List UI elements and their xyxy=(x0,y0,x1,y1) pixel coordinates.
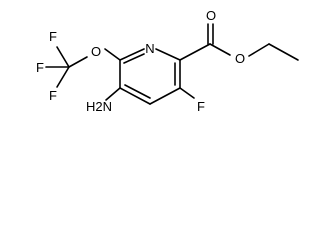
bond-ring-c4-c3 xyxy=(119,87,151,105)
bond-c3-nh2 xyxy=(105,87,121,101)
bond-o-ring-c2 xyxy=(104,48,121,61)
atom-o-ester: O xyxy=(235,51,245,66)
atom-nh2: H2N xyxy=(86,99,112,114)
atom-f-bottom: F xyxy=(49,88,57,103)
bond-o-ester-ch2 xyxy=(248,43,270,57)
atom-o-ether: O xyxy=(91,44,101,59)
bond-ring-c2-n xyxy=(119,48,145,61)
bond-c-f-top xyxy=(56,46,70,68)
structure-canvas: F F F O N O O H2N F xyxy=(36,8,299,114)
bond-c5-f xyxy=(179,87,195,99)
atom-n-ring: N xyxy=(145,41,154,56)
atom-f-top: F xyxy=(49,29,57,44)
bond-cf3-o xyxy=(68,56,88,68)
atom-o-carbonyl: O xyxy=(206,8,216,23)
bond-c6-carbonyl-c xyxy=(179,43,211,61)
bond-c-f-bottom xyxy=(56,66,70,88)
bond-ring-c2-n-inner xyxy=(123,53,145,64)
atom-f-left: F xyxy=(36,60,44,75)
bond-ring-c4-c3-inner xyxy=(124,84,151,99)
atom-f-ring: F xyxy=(197,99,205,114)
bond-ring-n-c6 xyxy=(155,48,181,61)
bond-carbonyl-c-o-ester xyxy=(209,43,231,56)
bond-ch2-ch3 xyxy=(268,43,299,61)
bond-ring-c5-c4 xyxy=(149,87,181,105)
molecule-diagram: F F F O N O O H2N F xyxy=(36,8,299,114)
